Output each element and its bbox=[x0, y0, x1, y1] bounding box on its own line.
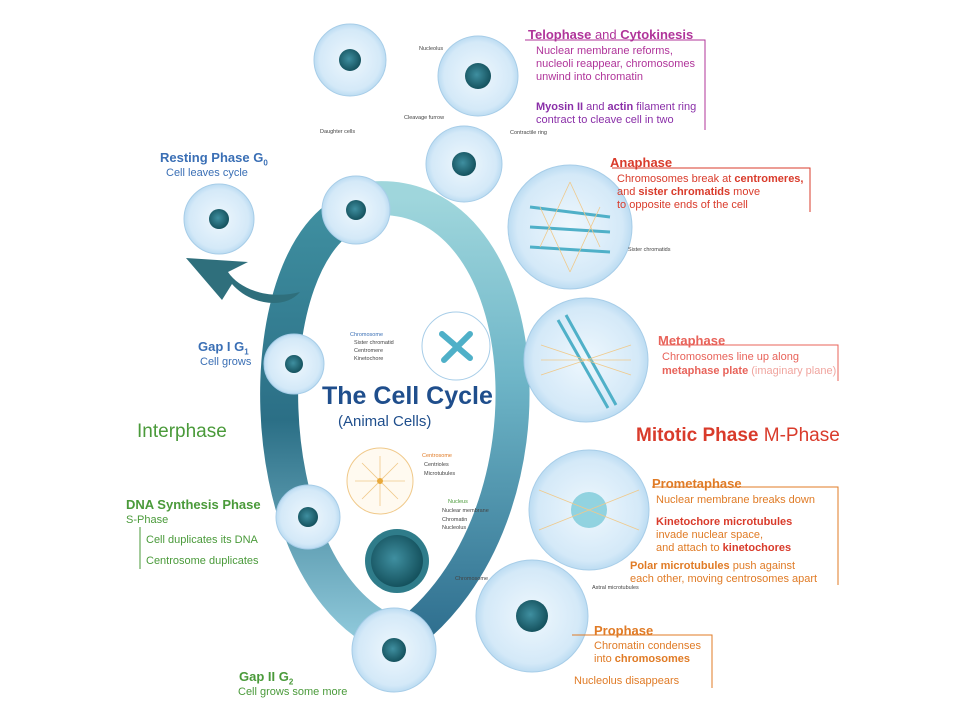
prophase-title: Prophase bbox=[594, 623, 654, 638]
anaphase-line-2: and sister chromatids move bbox=[617, 186, 761, 198]
polar-line-2: each other, moving centrosomes apart bbox=[630, 573, 818, 585]
tiny-chromosome-box: Chromosome bbox=[350, 332, 384, 338]
tiny-centrioles: Centrioles bbox=[424, 462, 449, 468]
polar-line-1: Polar microtubules push against bbox=[630, 560, 796, 572]
interphase-label: Interphase bbox=[137, 421, 227, 442]
tiny-centrosome: Centrosome bbox=[422, 453, 452, 459]
prophase-line-1: Chromatin condenses bbox=[594, 640, 702, 652]
diagram-subtitle: (Animal Cells) bbox=[338, 413, 432, 430]
tiny-kinetochore: Kinetochore bbox=[354, 356, 384, 362]
tiny-nucleus: Nucleus bbox=[448, 499, 468, 505]
sphase-sub: S-Phase bbox=[126, 514, 169, 526]
resting-phase-title: Resting Phase G0 bbox=[160, 150, 268, 168]
prometaphase-line-1: Nuclear membrane breaks down bbox=[656, 494, 815, 506]
myosin-line-2: contract to cleave cell in two bbox=[536, 114, 674, 126]
tiny-astral-microtubules: Astral microtubules bbox=[592, 585, 639, 591]
cell-daughter-top bbox=[313, 23, 387, 97]
diagram-title: The Cell Cycle bbox=[322, 382, 493, 410]
tiny-nucleolus: Nucleolus bbox=[419, 46, 444, 52]
prophase-nucleolus: Nucleolus disappears bbox=[574, 675, 680, 687]
cell-anaphase bbox=[507, 164, 633, 290]
tiny-daughter-cells: Daughter cells bbox=[320, 129, 356, 135]
tiny-nucleolus-2: Nucleolus bbox=[442, 525, 467, 531]
cell-sphase bbox=[275, 484, 341, 550]
sphase-title: DNA Synthesis Phase bbox=[126, 497, 261, 512]
anaphase-line-1: Chromosomes break at centromeres, bbox=[617, 173, 804, 185]
tiny-chromosome: Chromosome bbox=[455, 576, 489, 582]
cell-start bbox=[321, 175, 391, 245]
gap1-desc: Cell grows bbox=[200, 356, 252, 368]
anaphase-line-3: to opposite ends of the cell bbox=[617, 199, 748, 211]
cycle-ring bbox=[260, 181, 530, 657]
metaphase-line-1: Chromosomes line up along bbox=[662, 351, 799, 363]
telophase-title: Telophase and Cytokinesis bbox=[528, 27, 694, 42]
tiny-centromere: Centromere bbox=[354, 348, 384, 354]
cell-centrosome bbox=[346, 447, 414, 515]
label-brackets bbox=[139, 39, 839, 688]
resting-phase-desc: Cell leaves cycle bbox=[166, 167, 248, 179]
prophase-line-2: into chromosomes bbox=[594, 653, 690, 665]
cell-chromosome-detail bbox=[421, 311, 491, 381]
kinetochore-line-1: Kinetochore microtubules bbox=[656, 516, 793, 528]
gap1-title: Gap I G1 bbox=[198, 339, 249, 357]
cell-metaphase bbox=[523, 297, 649, 423]
metaphase-title: Metaphase bbox=[658, 333, 726, 348]
cell-telophase bbox=[437, 35, 519, 117]
metaphase-line-2: metaphase plate (imaginary plane) bbox=[662, 365, 837, 377]
gap2-title: Gap II G2 bbox=[239, 669, 294, 687]
exit-arrow bbox=[186, 258, 300, 304]
tiny-sister-chromatid: Sister chromatid bbox=[354, 340, 394, 346]
cell-gap1 bbox=[263, 333, 325, 395]
kinetochore-line-2: invade nuclear space, bbox=[656, 529, 764, 541]
tiny-contractile-ring: Contractile ring bbox=[510, 130, 547, 136]
cell-nucleus-detail bbox=[365, 529, 429, 593]
cell-resting bbox=[183, 183, 255, 255]
tiny-sister-chromatids: Sister chromatids bbox=[628, 247, 671, 253]
myosin-line-1: Myosin II and actin filament ring bbox=[536, 101, 697, 113]
tiny-cleavage-furrow: Cleavage furrow bbox=[404, 115, 445, 121]
gap2-desc: Cell grows some more bbox=[238, 686, 348, 698]
cell-gap2 bbox=[351, 607, 437, 693]
kinetochore-line-3: and attach to kinetochores bbox=[656, 542, 792, 554]
mitotic-phase-label: Mitotic Phase M-Phase bbox=[636, 425, 840, 446]
cell-daughter-bottom bbox=[425, 125, 503, 203]
cell-prophase bbox=[475, 559, 589, 673]
anaphase-title: Anaphase bbox=[610, 155, 673, 170]
sphase-item-dna: Cell duplicates its DNA bbox=[146, 534, 258, 546]
telophase-desc-2: nucleoli reappear, chromosomes bbox=[536, 58, 695, 70]
tiny-nuclear-membrane: Nuclear membrane bbox=[442, 508, 489, 514]
tiny-chromatin: Chromatin bbox=[442, 517, 468, 523]
prometaphase-title: Prometaphase bbox=[652, 476, 742, 491]
sphase-item-centrosome: Centrosome duplicates bbox=[146, 555, 259, 567]
telophase-desc-1: Nuclear membrane reforms, bbox=[536, 45, 673, 57]
telophase-desc-3: unwind into chromatin bbox=[536, 71, 644, 83]
cell-prometaphase bbox=[528, 449, 650, 571]
cells bbox=[183, 23, 650, 693]
tiny-microtubules: Microtubules bbox=[424, 471, 456, 477]
